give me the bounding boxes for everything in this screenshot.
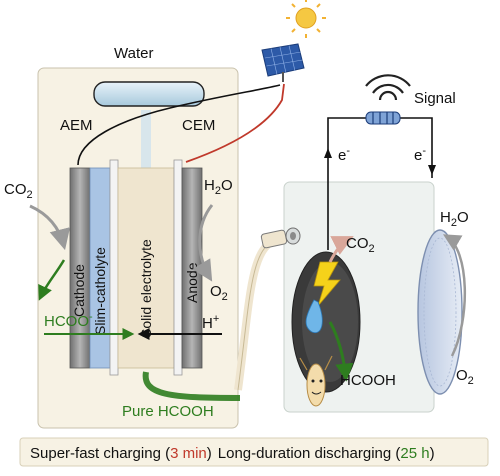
- charging-time: 3 min: [170, 445, 207, 462]
- discharging-caption: Long-duration discharging (: [218, 445, 401, 462]
- hcoo-label: HCOO-: [44, 311, 93, 330]
- electron-right-label: e-: [414, 145, 426, 164]
- hcooh-inflow-arrow: [328, 321, 354, 382]
- pure-hcooh-flow: [142, 371, 241, 401]
- aem-membrane: [109, 159, 119, 376]
- o2-out-label: O2: [210, 283, 228, 303]
- resistor-icon: [365, 111, 401, 125]
- cem-membrane: [173, 159, 183, 376]
- signal-label: Signal: [414, 90, 456, 107]
- pure-hcooh-label: Pure HCOOH: [122, 403, 214, 420]
- hcooh-label: HCOOH: [340, 372, 396, 389]
- cathode-disk: [417, 229, 463, 395]
- hcoo-out-arrow: [38, 259, 66, 301]
- cathode-label: Cathode: [71, 264, 87, 317]
- o2-right-label: O2: [456, 367, 474, 387]
- lightning-icon: [313, 261, 341, 307]
- injection-port-icon: [260, 227, 301, 249]
- co2-in-arrow: [29, 204, 71, 251]
- co2-in-label: CO2: [4, 181, 33, 201]
- solar-panel-icon: [261, 43, 305, 82]
- caption-bar: [19, 437, 489, 467]
- sun-icon: [286, 0, 326, 38]
- slim-catholyte-label: Slim-catholyte: [92, 247, 108, 335]
- charging-caption: Super-fast charging (: [30, 445, 170, 462]
- co2-out-arrow: [328, 236, 354, 263]
- electron-left-label: e-: [338, 145, 350, 164]
- h-plus-label: H+: [202, 313, 219, 332]
- cathode-wire: [77, 84, 281, 166]
- h2o-right-label: H2O: [440, 209, 469, 229]
- anode-label: Anode: [184, 262, 200, 303]
- transfer-pipe: [234, 236, 277, 391]
- o2-h2o-right-arrow: [442, 234, 466, 357]
- water-reservoir: [93, 81, 205, 107]
- anode-wire: [185, 83, 285, 163]
- formate-molecule-icon: [299, 355, 333, 407]
- water-label: Water: [114, 45, 153, 62]
- wireless-signal-icon: [365, 74, 411, 101]
- water-droplet-icon: [305, 299, 323, 334]
- solid-electrolyte-label: Solid electrolyte: [138, 239, 154, 338]
- co2-out-label: CO2: [346, 235, 375, 255]
- discharging-time: 25 h: [400, 445, 429, 462]
- caption-text: Super-fast charging (3 min)Long-duration…: [30, 445, 435, 462]
- h2o-in-label: H2O: [204, 177, 233, 197]
- aem-label: AEM: [60, 117, 93, 134]
- h2o-o2-arrow: [192, 204, 214, 282]
- cem-label: CEM: [182, 117, 215, 134]
